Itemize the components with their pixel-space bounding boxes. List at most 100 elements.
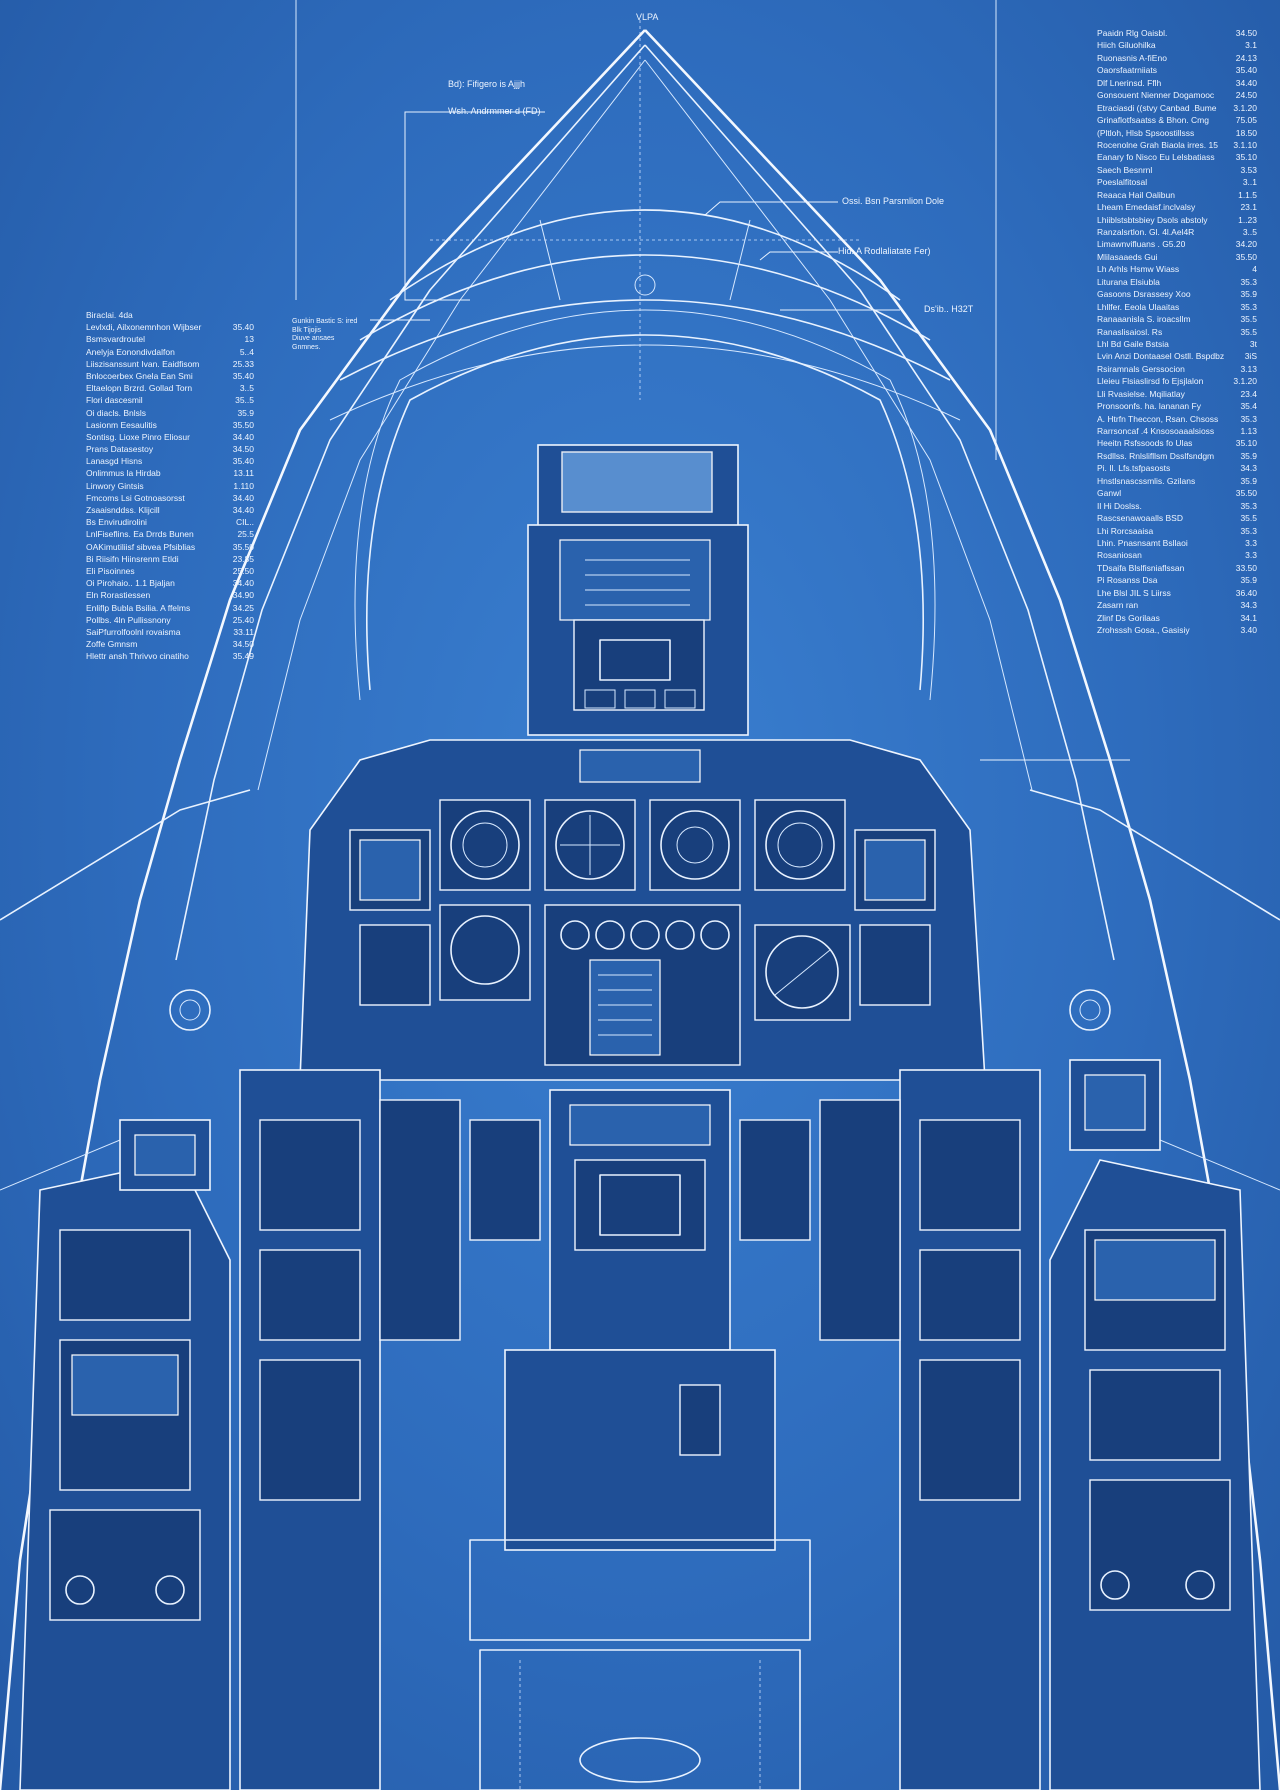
top-label: VLPA	[636, 12, 659, 22]
spec-name: Ganwl	[1097, 488, 1122, 499]
spec-name: Etraciasdi ((stvy Canbad .Bume	[1097, 102, 1217, 113]
spec-value: 1.110	[233, 480, 254, 491]
callout-1: Bd): Fifigero is Ajjjh	[448, 79, 526, 89]
spec-name: Lhe Blsl JIL S Liirss	[1097, 587, 1171, 598]
spec-name: Liturana Elsiubla	[1097, 276, 1160, 287]
right-console	[819, 1059, 1261, 1790]
spec-name: Lhin. Pnasnsamt Bsllaoi	[1097, 537, 1188, 548]
spec-name: Enliflp Bubla Bsilia. A ffelms	[86, 602, 191, 613]
spec-name: Ranzalsrtlon. Gl. 4l.Ael4R	[1097, 227, 1195, 237]
spec-value: 3iS	[1244, 351, 1257, 362]
spec-name: Eanary fo Nisco Eu Lelsbatiass	[1097, 152, 1215, 163]
spec-value: 34.40	[232, 492, 254, 503]
spec-row: Rsdllss. Rnlslifllsm Dsslfsndgm 35.9	[1097, 450, 1257, 462]
spec-value: 24.50	[1235, 90, 1257, 101]
spec-value: 35.3	[1240, 413, 1257, 424]
canopy	[329, 209, 961, 701]
spec-value: 35.3	[1240, 301, 1257, 312]
spec-row: Lhl Bd Gaile Bstsia 3t	[1097, 338, 1257, 350]
spec-value: 3.1.10	[1233, 139, 1257, 150]
spec-name: Lhl Bd Gaile Bstsia	[1097, 338, 1169, 349]
spec-name: Rosaniosan	[1097, 550, 1142, 561]
spec-name: Lhi Rorcsaaisa	[1097, 525, 1154, 536]
spec-row: Rsiramnals Gerssocion 3.13	[1097, 363, 1257, 375]
spec-value: 35.50	[232, 541, 254, 552]
spec-value: 18.50	[1235, 127, 1257, 138]
spec-value: 25.5	[237, 529, 254, 540]
spec-value: 13	[244, 334, 254, 345]
spec-name: Saech Besnrnl	[1097, 164, 1153, 175]
spec-name: Prans Datasestoy	[86, 444, 154, 455]
spec-value: 35.10	[1235, 438, 1257, 449]
spec-name: Il Hi Doslss.	[1097, 500, 1142, 511]
spec-value: 34.50	[1235, 28, 1257, 38]
spec-value: 25.40	[232, 614, 254, 625]
spec-row: Hiich Giluohilka 3.1	[1097, 39, 1257, 51]
spec-row: Lhi Rorcsaaisa 35.3	[1097, 525, 1257, 537]
center-stack	[544, 904, 741, 1066]
spec-value: 33.50	[1235, 562, 1257, 573]
spec-name: Lhiiblstsbtsbiey Dsols abstoly	[1097, 214, 1208, 225]
spec-value: 3..5	[239, 383, 254, 394]
spec-value: 3..5	[1242, 227, 1257, 237]
callout-leaders	[370, 111, 1130, 761]
spec-name: Rarrsoncaf .4 Knsosoaaalsioss	[1097, 426, 1215, 436]
spec-value: 34.50	[232, 639, 254, 650]
spec-name: Rsdllss. Rnlslifllsm Dsslfsndgm	[1097, 450, 1215, 461]
spec-name: Sontisg. Lioxe Pinro Eliosur	[86, 431, 190, 442]
left-console	[19, 1069, 461, 1790]
spec-name: Bs Envirudirolini	[86, 517, 147, 528]
spec-name: Hiich Giluohilka	[1097, 40, 1156, 51]
spec-value: 35.9	[1240, 450, 1257, 461]
spec-row: Bnlocoerbex Gnela Ean Smi 35.40	[86, 370, 254, 382]
spec-name: Gasoons Dsrassesy Xoo	[1097, 289, 1191, 300]
spec-name: Bi Riisifn Hiinsrenm Etldi	[86, 553, 179, 564]
spec-value: 3.13	[1240, 363, 1257, 374]
mini-note: Gunkin Bastic S: ired Blk Tijojis Diuve …	[292, 318, 358, 351]
spec-name: Rsiramnals Gerssocion	[1097, 363, 1185, 374]
spec-name: Flori dascesmil	[86, 395, 143, 406]
spec-row: Liturana Elsiubla 35.3	[1097, 276, 1257, 288]
spec-name: Bnlocoerbex Gnela Ean Smi	[86, 370, 193, 381]
spec-name: Hnstlsnascssmlis. Gzilans	[1097, 475, 1196, 486]
spec-value: 34.1	[1240, 612, 1257, 623]
spec-value: 3t	[1249, 338, 1257, 349]
spec-value: 35.49	[232, 651, 254, 662]
spec-name: Lleieu Flsiaslirsd fo Ejsjlalon	[1097, 376, 1204, 387]
spec-name: Grinaflotfsaatss & Bhon. Cmg	[1097, 115, 1209, 126]
spec-value: 35.40	[1235, 65, 1257, 76]
spec-name: Heeitn Rsfssoods fo Ulas	[1097, 438, 1193, 449]
spec-value: 3.1	[1245, 40, 1257, 51]
spec-value: 34.40	[232, 505, 254, 515]
spec-value: 34.40	[232, 578, 254, 589]
spec-name: Rocenolne Grah Biaola irres. 15	[1097, 139, 1218, 150]
spec-name: Fmcoms Lsi Gotnoasorsst	[86, 492, 185, 503]
spec-value: 4	[1252, 264, 1257, 275]
spec-value: 35.3	[1240, 276, 1257, 287]
spec-name: Ranaaanisla S. iroacsllm	[1097, 314, 1191, 325]
spec-value: 3.3	[1245, 537, 1257, 548]
spec-name: Pi Rosanss Dsa	[1097, 575, 1158, 586]
spec-value: 34.3	[1240, 600, 1257, 611]
spec-value: 35.40	[232, 370, 254, 381]
spec-name: Pollbs. 4ln Pullissnony	[86, 614, 171, 625]
spec-value: 35.3	[1240, 525, 1257, 536]
spec-value: 35.9	[1240, 575, 1257, 586]
